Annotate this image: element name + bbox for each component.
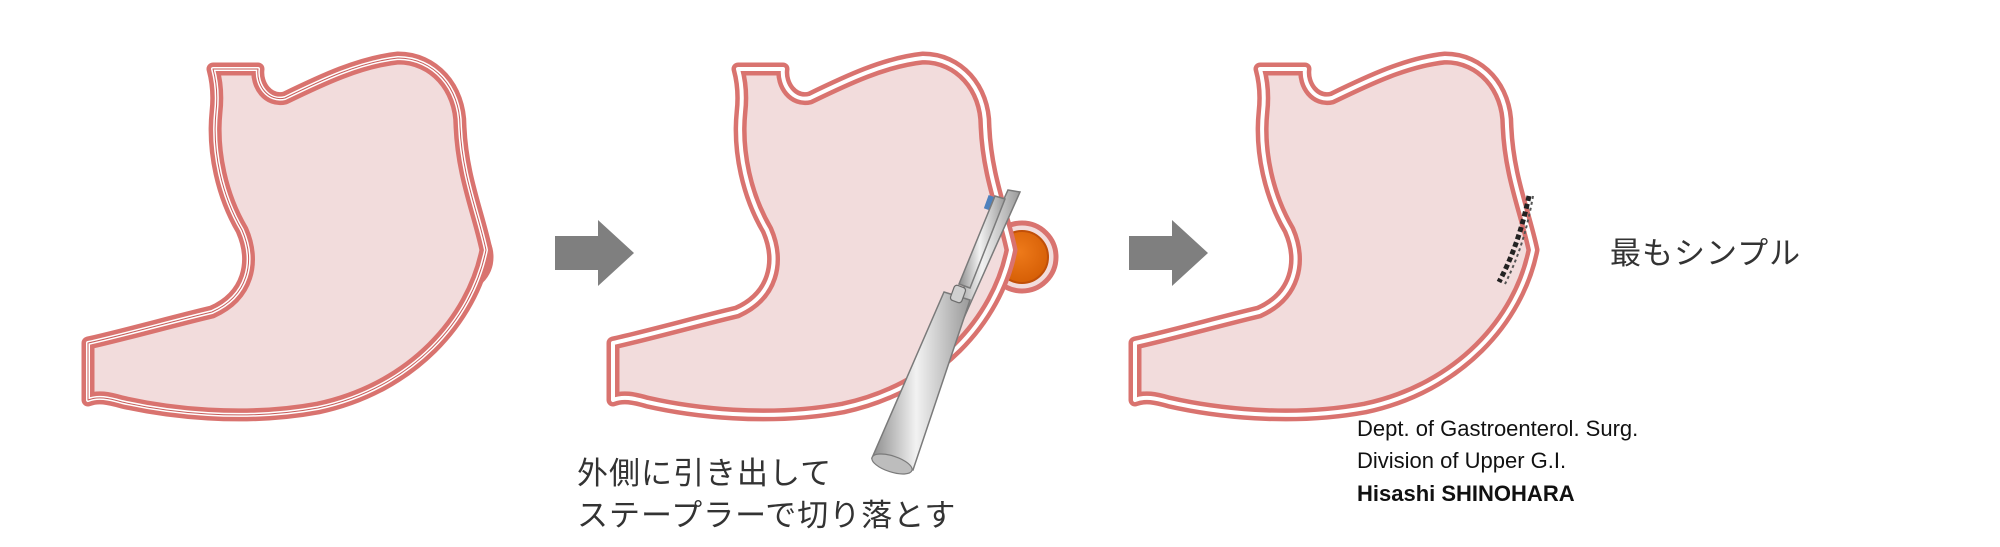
panel-3-caption: 最もシンプル [1610,236,1802,272]
arrow-right-icon [555,220,634,286]
stomach-1 [88,58,486,415]
stapler-icon [870,189,1022,475]
credit-department: Dept. of Gastroenterol. Surg. [1357,416,1639,441]
staple-line [1496,195,1532,284]
stomach-2 [613,58,1011,415]
panel-2-caption-line-1: 外側に引き出して [577,456,833,492]
panel-3-after-resection [1135,58,1533,415]
stomach-3 [1135,58,1533,415]
panel-2-caption-line-2: ステープラーで切り落とす [577,498,957,534]
panel-2-stapler-resection [613,58,1059,475]
credit-author: Hisashi SHINOHARA [1357,481,1575,506]
credit-division: Division of Upper G.I. [1357,448,1567,473]
arrow-right-icon [1129,220,1208,286]
panel-1-stomach-with-tumor [88,58,494,415]
